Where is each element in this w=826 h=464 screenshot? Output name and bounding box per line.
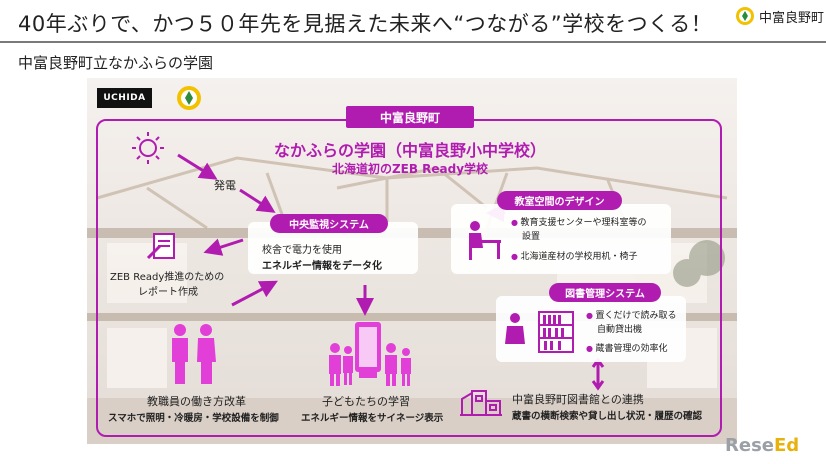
town-library-desc: 蔵書の横断検索や貸し出し状況・履歴の確認 — [512, 411, 703, 422]
report-line2: レポート作成 — [138, 287, 198, 298]
school-emblem-icon — [177, 86, 201, 110]
staff-desc: スマホで照明・冷暖房・学校設備を制御 — [108, 413, 279, 424]
central-system-line2: エネルギー情報をデータ化 — [262, 261, 382, 272]
library-item-1: 置くだけで読み取る — [586, 308, 677, 324]
learning-desc: エネルギー情報をサイネージ表示 — [301, 413, 444, 424]
power-label: 発電 — [214, 179, 236, 192]
staff-figures-icon — [172, 324, 216, 384]
page-headline: 40年ぶりで、かつ５０年先を見据えた未来へ“つながる”学校をつくる！ — [18, 12, 713, 36]
classroom-list: 教育支援センターや理科室等の — [511, 215, 647, 231]
reader-bookshelf-icon — [505, 311, 574, 353]
school-subtitle: 北海道初のZEB Ready学校 — [331, 162, 489, 176]
classroom-title: 教室空間のデザイン — [497, 191, 622, 210]
watermark-part1: Rese — [725, 435, 774, 456]
children-signage-icon — [329, 322, 411, 386]
library-system-title: 図書管理システム — [549, 283, 661, 302]
student-desk-icon — [469, 221, 501, 260]
classroom-list-2: 北海道産材の学校用机・椅子 — [511, 249, 638, 265]
classroom-item-2: 北海道産材の学校用机・椅子 — [511, 249, 638, 265]
library-list: 置くだけで読み取る — [586, 308, 677, 324]
resed-watermark: ReseEd — [725, 435, 799, 456]
town-logo: 中富良野町 — [735, 6, 824, 26]
learning-title: 子どもたちの学習 — [322, 395, 410, 408]
library-item-2: 蔵書管理の効率化 — [586, 341, 668, 357]
town-label: 中富良野町 — [346, 106, 474, 128]
central-system-title: 中央監視システム — [270, 214, 388, 233]
sun-icon — [132, 132, 164, 164]
staff-arrow — [231, 280, 278, 307]
report-line1: ZEB Ready推進のための — [110, 272, 225, 283]
town-logo-text: 中富良野町 — [759, 10, 825, 26]
header-divider — [0, 41, 826, 43]
classroom-item-1: 教育支援センターや理科室等の — [511, 215, 647, 231]
staff-title: 教職員の働き方改革 — [147, 395, 246, 408]
uchida-logo: UCHIDA — [97, 88, 152, 108]
slide-subtitle: 中富良野町立なかふらの学園 — [18, 54, 214, 72]
report-icon — [146, 233, 175, 260]
classroom-item-1-cont: 設置 — [522, 232, 541, 242]
report-arrow — [203, 238, 244, 256]
watermark-part2: Ed — [774, 435, 800, 456]
central-system-line1: 校舎で電力を使用 — [262, 245, 342, 256]
library-item-1-cont: 自動貸出機 — [597, 325, 643, 335]
power-arrow — [239, 188, 276, 213]
library-list-2: 蔵書管理の効率化 — [586, 341, 668, 357]
sun-arrow — [177, 153, 218, 180]
town-library-title: 中富良野町図書館との連携 — [512, 393, 644, 406]
town-emblem-icon — [736, 7, 754, 25]
town-library-icon — [460, 390, 502, 416]
school-title: なかふらの学園（中富良野小中学校） — [273, 141, 546, 160]
